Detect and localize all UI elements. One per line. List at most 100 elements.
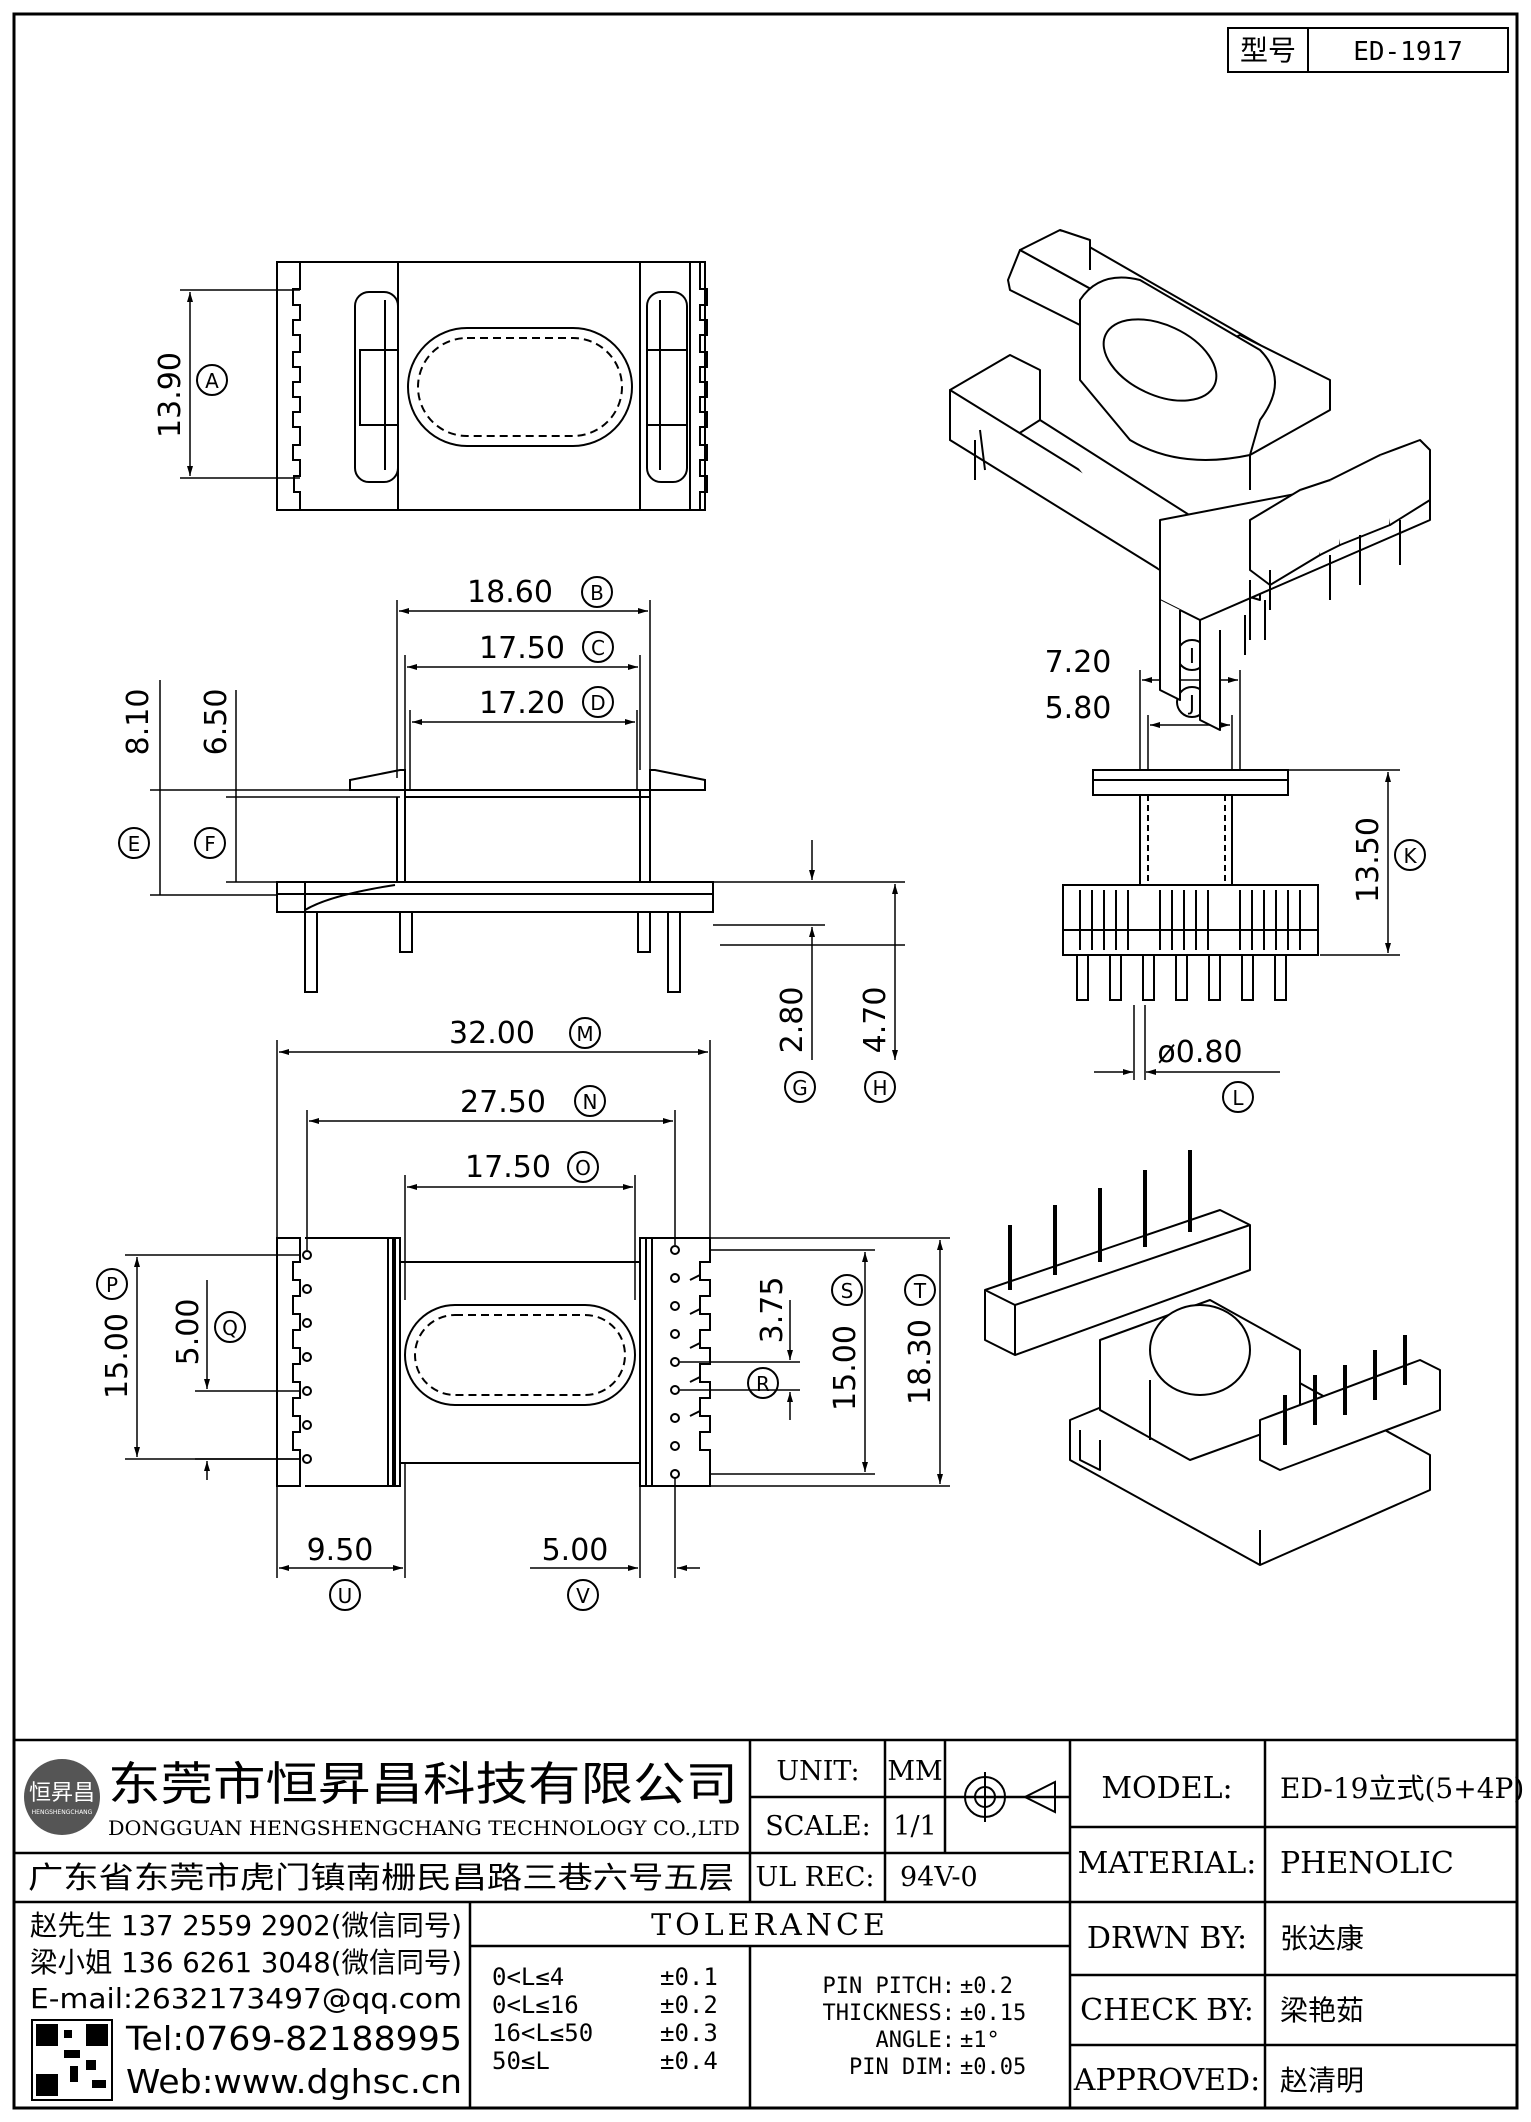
dim-T-value: 18.30 (903, 1319, 938, 1405)
dim-H-value: 4.70 (858, 987, 893, 1054)
tolerance-other-label-2: ANGLE: (876, 2028, 955, 2053)
dim-A-value: 13.90 (153, 352, 188, 438)
unit-label: UNIT: (776, 1756, 859, 1787)
contact-web: Web:www.dghsc.cn (126, 2062, 462, 2101)
unit-value: MM (887, 1756, 942, 1787)
tolerance-other-label-0: PIN PITCH: (823, 1974, 955, 1999)
dim-O-letter: O (575, 1156, 591, 1180)
info-approved-label: APPROVED: (1073, 2063, 1260, 2098)
projection-symbol (958, 1772, 1056, 1822)
dim-P-letter: P (106, 1273, 118, 1297)
tolerance-range-2: 16<L≤50 (492, 2019, 593, 2047)
dim-M-letter: M (576, 1022, 593, 1046)
company-name-en: DONGGUAN HENGSHENGCHANG TECHNOLOGY CO.,L… (108, 1816, 740, 1840)
dim-E-letter: E (128, 832, 141, 856)
outer-frame (12, 12, 1519, 2110)
tolerance-range-0: 0<L≤4 (492, 1963, 564, 1991)
dim-O-value: 17.50 (465, 1150, 551, 1185)
top-view (276, 261, 708, 511)
dim-V-letter: V (576, 1584, 590, 1608)
bottom-view-pins (302, 1245, 680, 1479)
dim-L-letter: L (1232, 1086, 1244, 1110)
tolerance-range-value-2: ±0.3 (660, 2019, 718, 2047)
dim-U-value: 9.50 (307, 1533, 374, 1568)
tolerance-other-value-0: ±0.2 (960, 1974, 1013, 1999)
dim-A: 13.90 A (153, 289, 300, 479)
info-model-label: MODEL: (1101, 1771, 1232, 1806)
tolerance-range-value-1: ±0.2 (660, 1991, 718, 2019)
title-block (14, 1738, 1517, 2108)
info-material-value: PHENOLIC (1280, 1846, 1454, 1881)
dim-J-value: 5.80 (1045, 691, 1112, 726)
dim-Q-letter: Q (222, 1316, 238, 1340)
dim-R-value: 3.75 (755, 1277, 790, 1344)
info-check-label: CHECK BY: (1080, 1993, 1254, 2028)
isometric-view-top (949, 229, 1431, 731)
scale-label: SCALE: (765, 1811, 870, 1842)
dim-T-letter: T (913, 1279, 927, 1303)
tolerance-other-value-1: ±0.15 (960, 2001, 1026, 2026)
dim-M-value: 32.00 (449, 1016, 535, 1051)
contact-tel: Tel:0769-82188995 (125, 2019, 462, 2058)
tolerance-range-value-0: ±0.1 (660, 1963, 718, 1991)
dim-I-letter: I (1189, 644, 1195, 668)
side-view (1062, 769, 1319, 1001)
contact-line-2: 梁小姐 136 6261 3048(微信同号) (30, 1946, 462, 1979)
dim-C-letter: C (591, 636, 605, 660)
dim-D-letter: D (590, 691, 605, 715)
bottom-view-dims: 32.00 M 27.50 N 17.50 O 15.00 P 5.00 Q 3… (96, 1016, 950, 1611)
tolerance-other-value-3: ±0.05 (960, 2055, 1026, 2080)
dim-L-value: ø0.80 (1157, 1035, 1242, 1070)
tolerance-other-label-1: THICKNESS: (823, 2001, 955, 2026)
dim-B-value: 18.60 (467, 575, 553, 610)
tolerance-ranges: 0<L≤4 ±0.1 0<L≤16 ±0.2 16<L≤50 ±0.3 50≤L ±0.4 (492, 1963, 718, 2075)
dim-K-letter: K (1403, 844, 1417, 868)
company-address: 广东省东莞市虎门镇南栅民昌路三巷六号五层 (28, 1861, 734, 1896)
info-model-value: ED-19立式(5+4P) (1280, 1772, 1524, 1805)
ulrec-value: 94V-0 (900, 1862, 978, 1893)
logo-subtext: HENGSHENGCHANG (32, 1809, 93, 1816)
tolerance-other-label-3: PIN DIM: (849, 2055, 955, 2080)
logo-text: 恒昇昌 (29, 1781, 95, 1806)
info-drwn-label: DRWN BY: (1087, 1921, 1247, 1956)
dim-N-letter: N (583, 1090, 598, 1114)
tolerance-others: PIN PITCH:±0.2THICKNESS:±0.15ANGLE:±1°PI… (823, 1974, 1027, 2080)
contact-email: E-mail:2632173497@qq.com (30, 1982, 462, 2015)
dim-E-value: 8.10 (121, 689, 156, 756)
contact-line-1: 赵先生 137 2559 2902(微信同号) (30, 1909, 462, 1942)
scale-value: 1/1 (893, 1811, 936, 1842)
tolerance-range-3: 50≤L (492, 2047, 550, 2075)
isometric-view-bottom (984, 1150, 1441, 1566)
dim-B-letter: B (590, 581, 604, 605)
bottom-view (276, 1237, 711, 1487)
dim-C-value: 17.50 (479, 631, 565, 666)
dim-F-letter: F (204, 832, 216, 856)
dim-K-value: 13.50 (1351, 817, 1386, 903)
front-view-dims: 18.60 B 17.50 C 17.20 D 8.10 E 6.50 F 2. (118, 575, 905, 1103)
dim-I-value: 7.20 (1045, 645, 1112, 680)
dim-U-letter: U (338, 1584, 353, 1608)
tolerance-range-value-3: ±0.4 (660, 2047, 718, 2075)
side-view-dims: 7.20 I 5.80 J 13.50 K ø0.80 L (1045, 639, 1426, 1113)
model-box: 型号 ED-1917 (1227, 27, 1509, 73)
dim-R-letter: R (756, 1372, 770, 1396)
tolerance-range-1: 0<L≤16 (492, 1991, 579, 2019)
dim-S-value: 15.00 (828, 1325, 863, 1411)
info-drwn-value: 张达康 (1280, 1922, 1364, 1955)
info-check-value: 梁艳茹 (1280, 1994, 1364, 2027)
dim-F-value: 6.50 (199, 689, 234, 756)
ulrec-label: UL REC: (755, 1862, 874, 1893)
dim-Q-value: 5.00 (171, 1299, 206, 1366)
dim-G-letter: G (792, 1076, 808, 1100)
dim-S-letter: S (841, 1279, 854, 1303)
dim-H-letter: H (872, 1076, 887, 1100)
company-logo: 恒昇昌 HENGSHENGCHANG (24, 1759, 100, 1835)
qr-code (31, 2019, 113, 2101)
model-box-label: 型号 (1240, 34, 1296, 67)
model-box-value: ED-1917 (1353, 37, 1463, 67)
dim-D-value: 17.20 (479, 686, 565, 721)
front-view (276, 769, 714, 993)
tolerance-title: TOLERANCE (651, 1908, 889, 1943)
company-name-cn: 东莞市恒昇昌科技有限公司 (108, 1757, 738, 1811)
